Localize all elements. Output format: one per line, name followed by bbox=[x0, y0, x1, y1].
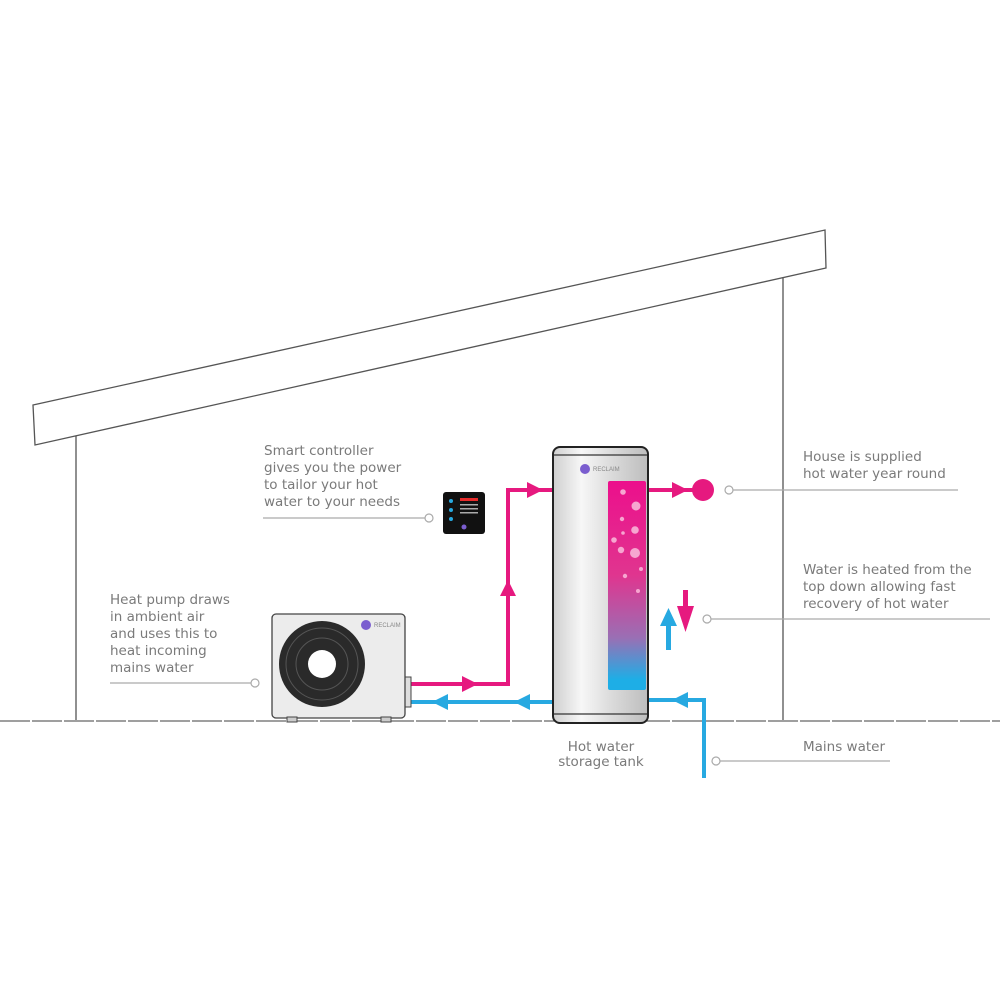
arrow-left-icon bbox=[514, 694, 530, 710]
brand-logo: RECLAIM bbox=[593, 467, 620, 473]
smart-controller bbox=[443, 492, 485, 534]
label-line: and uses this to bbox=[110, 626, 217, 642]
label-line: gives you the power bbox=[264, 460, 402, 476]
label-line: recovery of hot water bbox=[803, 596, 949, 612]
arrow-left-icon bbox=[432, 694, 448, 710]
label-line: heat incoming bbox=[110, 643, 207, 659]
label-heated: Water is heated from the top down allowi… bbox=[803, 562, 972, 612]
label-line: mains water bbox=[110, 660, 194, 676]
label-line: Mains water bbox=[803, 739, 885, 755]
label-line: Smart controller bbox=[264, 443, 374, 459]
arrow-left-icon bbox=[672, 692, 688, 708]
brand-logo-icon bbox=[361, 620, 371, 630]
arrow-down-icon bbox=[677, 606, 694, 632]
callout-lines bbox=[110, 485, 990, 766]
arrow-right-icon bbox=[672, 482, 688, 498]
heat-pump-unit: RECLAIM bbox=[271, 613, 412, 723]
arrow-up-icon bbox=[660, 608, 677, 626]
label-line: Hot water bbox=[568, 739, 635, 755]
label-heat-pump: Heat pump draws in ambient air and uses … bbox=[110, 592, 230, 676]
label-tank: Hot water storage tank bbox=[558, 739, 644, 770]
roof bbox=[32, 229, 827, 446]
hot-water-outlet-icon bbox=[692, 479, 714, 501]
label-line: water to your needs bbox=[264, 494, 400, 510]
label-line: Water is heated from the bbox=[803, 562, 972, 578]
label-line: Heat pump draws bbox=[110, 592, 230, 608]
label-line: to tailor your hot bbox=[264, 477, 378, 493]
label-mains: Mains water bbox=[803, 739, 885, 755]
label-line: top down allowing fast bbox=[803, 579, 956, 595]
label-controller: Smart controller gives you the power to … bbox=[264, 443, 402, 510]
brand-logo: RECLAIM bbox=[374, 623, 401, 629]
label-line: House is supplied bbox=[803, 449, 922, 465]
house-outline bbox=[0, 229, 1000, 722]
arrow-up-icon bbox=[500, 580, 516, 596]
label-line: in ambient air bbox=[110, 609, 205, 625]
brand-logo-icon bbox=[580, 464, 590, 474]
arrow-right-icon bbox=[527, 482, 543, 498]
label-house: House is supplied hot water year round bbox=[803, 449, 946, 482]
water-level-panel bbox=[608, 481, 646, 690]
flow-arrows bbox=[432, 482, 694, 710]
arrow-right-icon bbox=[462, 676, 478, 692]
label-line: hot water year round bbox=[803, 466, 946, 482]
label-line: storage tank bbox=[558, 754, 644, 770]
hot-water-tank: RECLAIM bbox=[552, 446, 649, 724]
bubbles bbox=[611, 489, 643, 593]
